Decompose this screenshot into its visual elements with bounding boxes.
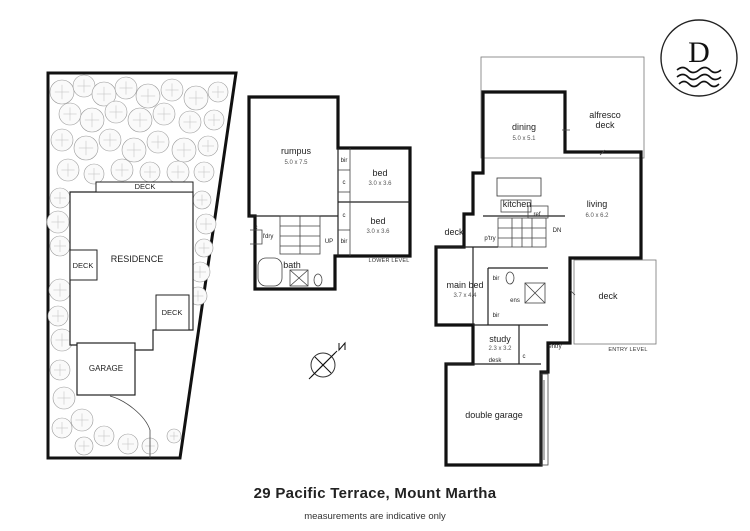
entry-study-label: study: [489, 334, 511, 344]
site-deck-left-label: DECK: [73, 261, 94, 270]
logo-letter: D: [688, 36, 710, 69]
lower-outer-wall: [247, 95, 412, 291]
entry-level-label: ENTRY LEVEL: [608, 347, 647, 353]
alfresco-deck-outline: [480, 56, 645, 159]
site-residence-label: RESIDENCE: [111, 254, 164, 264]
entry-living-dim: 6.0 x 6.2: [585, 213, 609, 219]
lower-bed2-dim: 3.0 x 3.6: [366, 229, 390, 235]
site-deck-right: [155, 294, 190, 331]
site-deck-top: [95, 181, 194, 193]
brand-logo: D: [660, 19, 738, 97]
entry-desk-label: desk: [489, 358, 503, 364]
entry-outer-wall: [434, 90, 643, 467]
lower-up-label: UP: [325, 239, 333, 245]
entry-dining-dim: 5.0 x 5.1: [512, 136, 536, 142]
entry-dining-label: dining: [512, 122, 536, 132]
lower-bed2-label: bed: [370, 216, 385, 226]
lower-bath-tub: [257, 257, 283, 287]
entry-entry-label: entry: [548, 344, 561, 350]
logo-circle-icon: [660, 19, 738, 97]
lower-c1-label: c: [343, 180, 346, 186]
entry-main-bed-dim: 3.7 x 4.4: [453, 293, 477, 299]
driveway-line: [109, 395, 151, 458]
lower-bir1-label: bir: [341, 158, 348, 164]
lower-bed1-label: bed: [372, 168, 387, 178]
entry-dn-label: DN: [553, 228, 562, 234]
entry-ref-label: ref: [533, 212, 540, 218]
garden-trees: [46, 74, 229, 456]
entry-study-dim: 2.3 x 3.2: [488, 346, 512, 352]
entry-level-plan: dining 5.0 x 5.1 alfresco deck kitchen r…: [434, 56, 657, 467]
lower-level-label: LOWER LEVEL: [368, 258, 409, 264]
lower-bath-label: bath: [283, 260, 301, 270]
entry-bir1-label: bir: [493, 276, 500, 282]
entry-ens-label: ens: [510, 298, 520, 304]
entry-main-bed-label: main bed: [446, 280, 483, 290]
entry-garage-label: double garage: [465, 410, 523, 420]
entry-living-label: living: [587, 199, 608, 209]
site-deck-right-label: DECK: [162, 308, 183, 317]
lower-c3-label: c: [255, 225, 258, 231]
kitchen-island: [496, 177, 542, 197]
property-address: 29 Pacific Terrace, Mount Martha: [253, 485, 497, 502]
site-plan: DECK RESIDENCE DECK DECK GARAGE: [46, 71, 238, 460]
logo-wave-icon: [676, 66, 722, 74]
entry-bir2-label: bir: [493, 313, 500, 319]
entry-deck-right-label: deck: [598, 291, 618, 301]
site-deck-left: [69, 249, 98, 281]
entry-deck-left-label: deck: [444, 227, 464, 237]
entry-alfresco-deck-label: deck: [595, 120, 615, 130]
entry-deck-outline: [573, 259, 657, 345]
north-arrow-icon: [308, 341, 346, 380]
site-deck-top-label: DECK: [135, 182, 156, 191]
lower-rumpus-label: rumpus: [281, 146, 312, 156]
lower-level-plan: rumpus 5.0 x 7.5 bed 3.0 x 3.6 bed 3.0 x…: [247, 95, 412, 291]
disclaimer-note: measurements are indicative only: [304, 511, 446, 522]
lower-rumpus-dim: 5.0 x 7.5: [284, 160, 308, 166]
entry-alfresco-label: alfresco: [589, 110, 621, 120]
lower-c2-label: c: [343, 213, 346, 219]
site-garage-label: GARAGE: [89, 364, 123, 373]
lower-bir2-label: bir: [341, 239, 348, 245]
site-boundary: [46, 71, 238, 460]
entry-kitchen-label: kitchen: [503, 199, 532, 209]
entry-pantry-label: p'try: [484, 236, 495, 242]
lower-bed1-dim: 3.0 x 3.6: [368, 181, 392, 187]
entry-c-label: c: [523, 354, 526, 360]
lower-ldry-label: l'dry: [263, 234, 274, 240]
site-garage: [76, 342, 136, 396]
